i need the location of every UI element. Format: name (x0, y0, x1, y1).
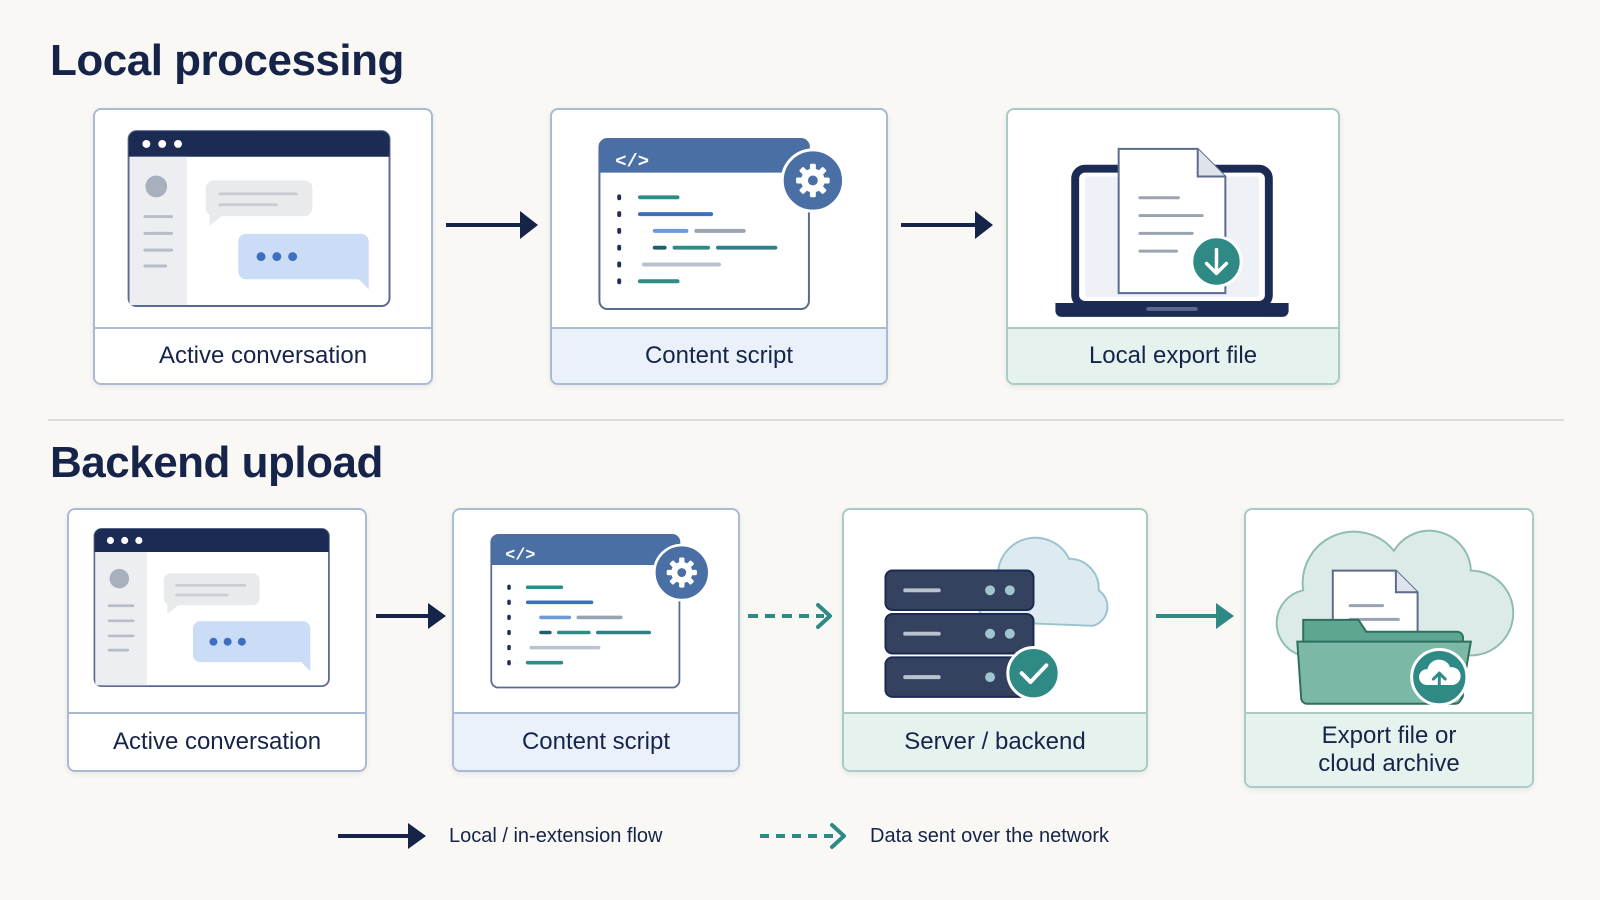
step-label: Server / backend (844, 712, 1146, 770)
laptop-icon (1055, 147, 1289, 317)
flow-arrow-solid (1154, 599, 1236, 633)
section-title-backend: Backend upload (50, 438, 383, 487)
svg-text:</>: </> (615, 151, 649, 173)
step-card-export-file-or-cloud-archive: Export file or cloud archive (1244, 508, 1534, 788)
step-label: Active conversation (69, 712, 365, 770)
flow-arrow-solid (374, 599, 448, 633)
code-editor-icon: </> (490, 533, 711, 689)
legend-dashed-arrow (758, 819, 850, 853)
gear-icon (652, 543, 711, 602)
step-card-active-conversation: Active conversation (93, 108, 433, 385)
browser-window-icon (93, 528, 330, 687)
step-card-server-backend: Server / backend (842, 508, 1148, 772)
step-label: Content script (552, 327, 886, 383)
svg-text:</>: </> (505, 547, 535, 566)
checkmark-icon (1006, 646, 1061, 701)
flow-arrow-dashed (746, 599, 836, 633)
step-label: Content script (454, 712, 738, 770)
step-card-content-script: </> Content script (550, 108, 888, 385)
step-card-content-script: </> Content script (452, 508, 740, 772)
step-card-active-conversation: Active conversation (67, 508, 367, 772)
browser-window-icon (127, 130, 391, 307)
code-editor-icon: </> (598, 137, 845, 310)
step-label: Active conversation (95, 327, 431, 383)
legend-solid-arrow (336, 819, 428, 853)
step-card-local-export-file: Local export file (1006, 108, 1340, 385)
legend-dashed-label: Data sent over the network (870, 825, 1110, 847)
flow-arrow-solid (899, 208, 995, 242)
section-divider (48, 419, 1564, 421)
legend-solid-label: Local / in-extension flow (449, 825, 663, 847)
download-icon (1190, 235, 1243, 288)
section-title-local: Local processing (50, 36, 404, 85)
flow-arrow-solid (444, 208, 540, 242)
server-icon (884, 536, 1109, 701)
gear-icon (780, 148, 845, 213)
step-label: Local export file (1008, 327, 1338, 383)
cloud-upload-icon (1410, 647, 1469, 707)
folder-icon (1275, 529, 1515, 707)
step-label: Export file or cloud archive (1246, 712, 1532, 786)
